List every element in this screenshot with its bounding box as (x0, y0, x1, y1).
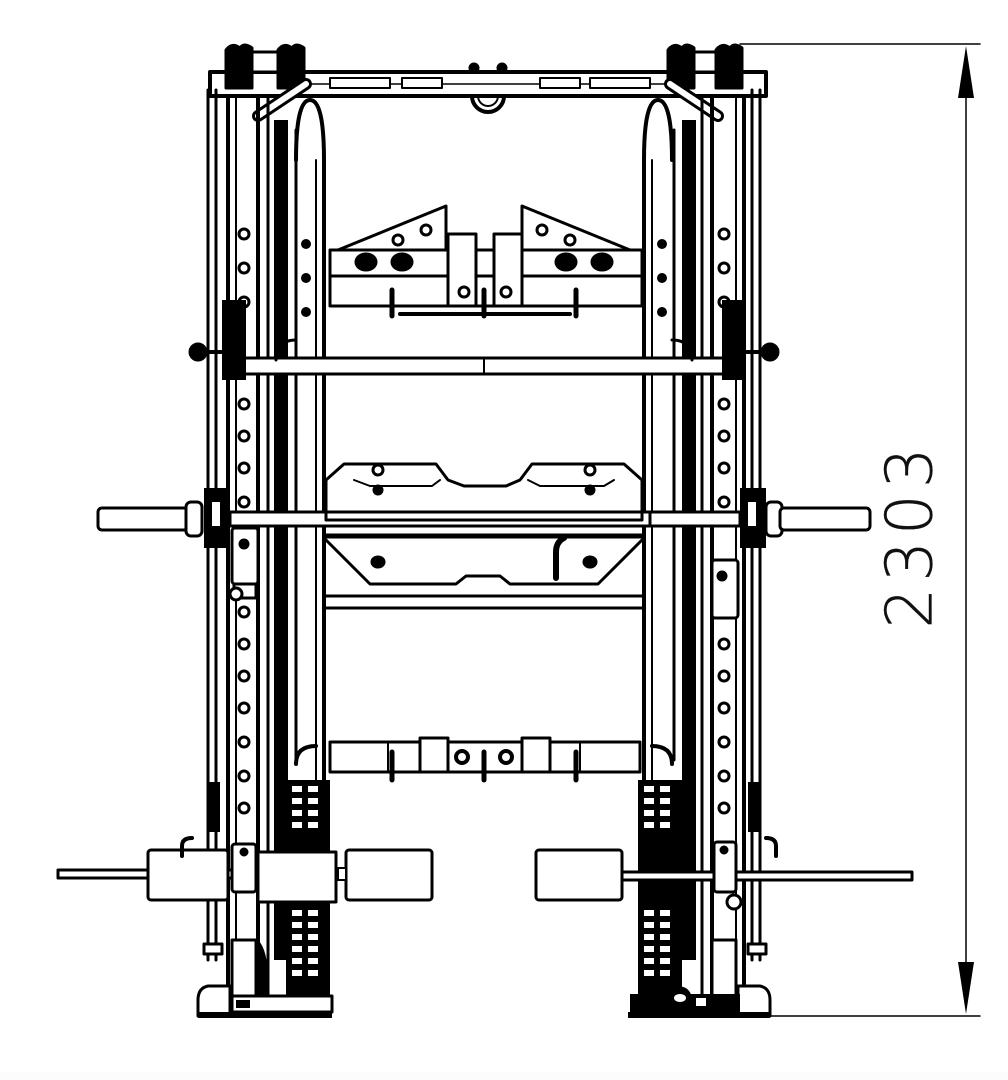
springs (208, 782, 760, 832)
top-right-pulleys (666, 43, 744, 90)
smith-bar (96, 488, 872, 548)
top-left-pulleys (224, 43, 306, 90)
height-dimension-label: 2303 (870, 441, 950, 628)
inner-pin-dots (301, 239, 667, 317)
plate-holder-upper (324, 462, 644, 522)
dimension-lines (739, 43, 981, 1017)
left-base (196, 938, 334, 1018)
lower-crossbar (294, 736, 674, 783)
plate-holder-lower (323, 533, 645, 610)
dimension-value: 2303 (873, 441, 947, 629)
left-plate-horn (56, 842, 434, 904)
dip-attachment (328, 204, 644, 319)
left-adjustment-holes (237, 227, 251, 815)
right-plate-horn (180, 836, 914, 911)
right-base (628, 938, 772, 1018)
right-weight-stack (638, 780, 682, 996)
right-adjustment-holes (717, 227, 731, 815)
footer-strip (0, 1072, 1008, 1080)
pull-up-bar (188, 300, 780, 380)
smith-carriages (228, 526, 740, 620)
